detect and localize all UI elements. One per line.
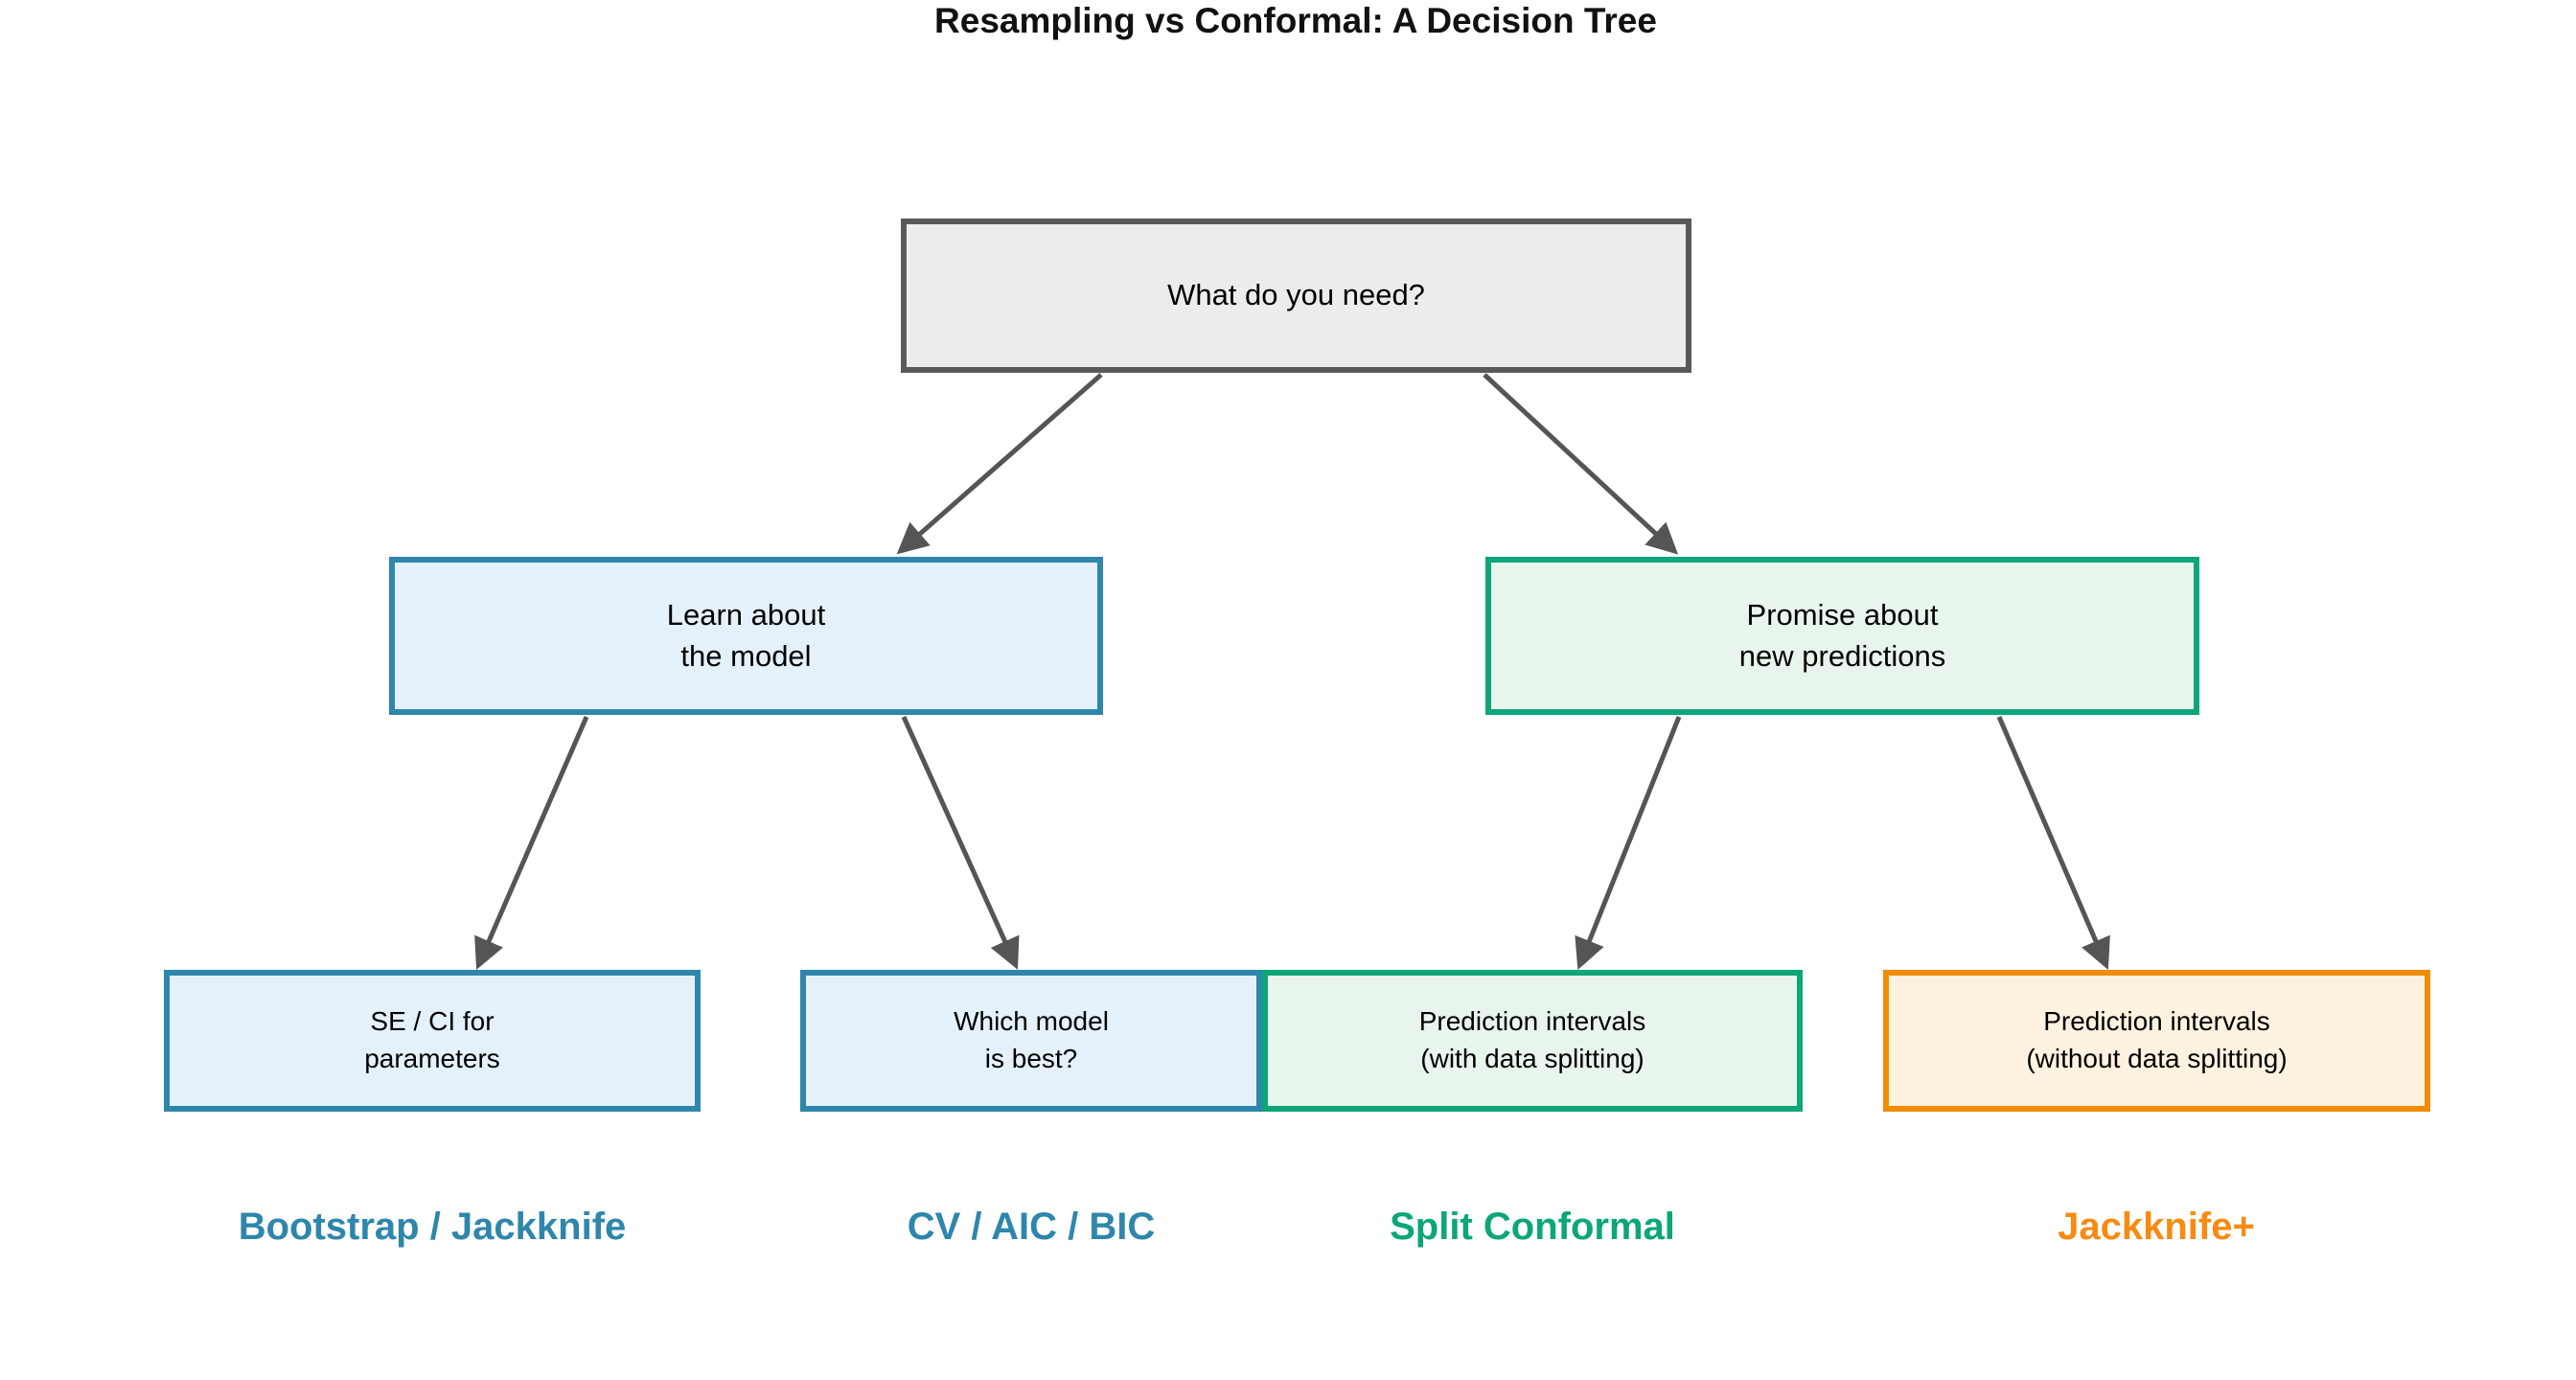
edge-promise-to-pi-nosplit [1996, 716, 2110, 970]
node-prediction-intervals-without-splitting: Prediction intervals (without data split… [1883, 970, 2430, 1112]
edge-learn-to-which-model [901, 715, 1020, 970]
node-learn-about-model: Learn about the model [389, 557, 1103, 715]
edge-root-to-promise [1483, 373, 1679, 555]
node-se-ci-for-parameters: SE / CI for parameters [164, 970, 701, 1112]
node-se-ci-for-parameters-label: SE / CI for parameters [364, 1006, 500, 1073]
method-label-bootstrap-jackknife: Bootstrap / Jackknife [238, 1206, 627, 1248]
edge-root-to-learn [896, 373, 1103, 555]
edge-learn-to-se-ci [474, 716, 589, 970]
node-which-model-is-best: Which model is best? [800, 970, 1262, 1112]
method-label-jackknife-plus: Jackknife+ [2058, 1206, 2255, 1248]
node-promise-new-predictions-label: Promise about new predictions [1738, 597, 1946, 673]
node-what-do-you-need: What do you need? [901, 218, 1691, 373]
edge-promise-to-pi-split [1575, 716, 1682, 971]
node-prediction-intervals-with-splitting: Prediction intervals (with data splittin… [1262, 970, 1803, 1112]
method-label-split-conformal: Split Conformal [1390, 1206, 1675, 1248]
node-which-model-is-best-label: Which model is best? [954, 1006, 1109, 1073]
method-label-cv-aic-bic: CV / AIC / BIC [907, 1206, 1156, 1248]
node-what-do-you-need-label: What do you need? [1167, 278, 1425, 312]
node-learn-about-model-label: Learn about the model [666, 597, 826, 673]
diagram-title: Resampling vs Conformal: A Decision Tree [934, 1, 1657, 40]
node-promise-new-predictions: Promise about new predictions [1485, 557, 2199, 715]
node-prediction-intervals-with-splitting-label: Prediction intervals (with data splittin… [1418, 1006, 1646, 1073]
node-prediction-intervals-without-splitting-label: Prediction intervals (without data split… [2026, 1006, 2288, 1073]
